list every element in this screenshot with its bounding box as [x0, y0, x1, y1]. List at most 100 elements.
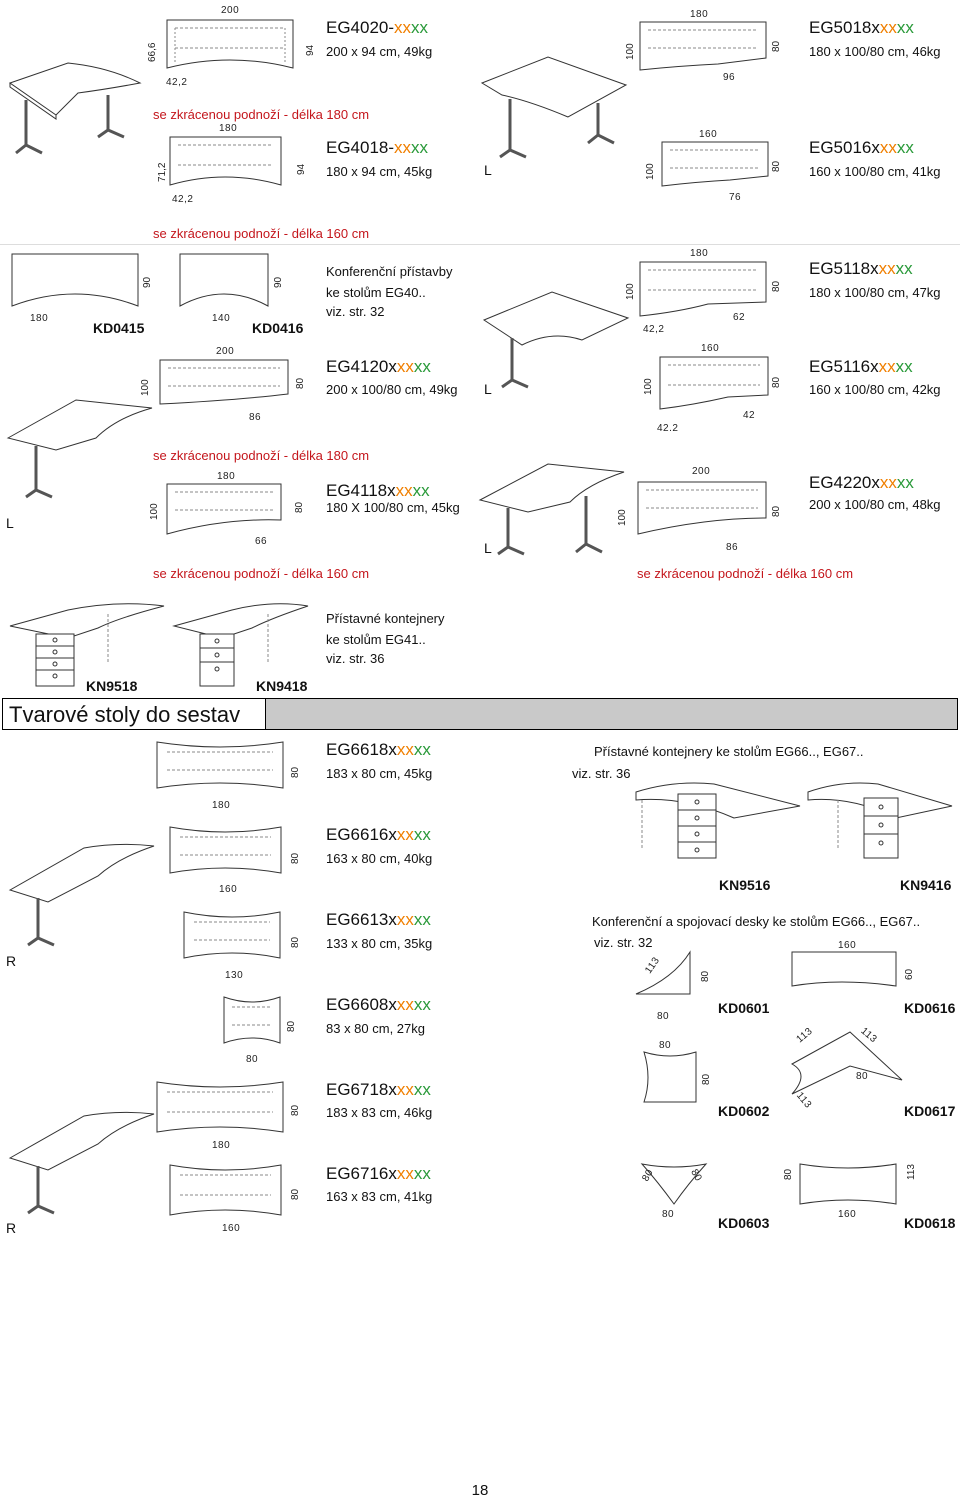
product-code: KD0415 [93, 320, 145, 336]
container-note: ke stolům EG41.. [326, 632, 426, 647]
dim-depth: 42.2 [657, 423, 679, 434]
board-kd0602 [643, 1051, 697, 1103]
dim-depth: 80 [771, 160, 782, 172]
dim-width: 180 [690, 248, 709, 259]
conference-note: ke stolům EG40.. [326, 285, 426, 300]
side-label: L [484, 381, 492, 397]
side-label: L [484, 162, 492, 178]
dim-depth: 71,2 [157, 162, 168, 182]
product-spec: 163 x 80 cm, 40kg [326, 851, 433, 866]
side-label: R [6, 953, 17, 969]
dim-depth: 80 [290, 852, 301, 864]
container-kn9416 [807, 782, 953, 859]
product-code: EG5118xxxxx [809, 259, 913, 278]
product-spec: 160 x 100/80 cm, 41kg [809, 164, 941, 179]
plan-eg6718 [156, 1081, 284, 1133]
product-code: KD0603 [718, 1215, 770, 1231]
desk-illustration-eg40 [8, 62, 142, 155]
dim-depth: 100 [625, 43, 636, 60]
plan-eg4220 [637, 481, 767, 535]
short-leg-note: se zkrácenou podnoží - délka 160 cm [637, 566, 854, 581]
dim-edge: 80 [659, 1040, 672, 1051]
dim-depth: 60 [904, 968, 915, 980]
dim-depth: 42,2 [166, 77, 188, 88]
side-label: L [6, 515, 14, 531]
container-note: viz. str. 36 [326, 651, 385, 666]
section-title: Tvarové stoly do sestav [9, 702, 241, 727]
dim-edge: 113 [906, 1164, 917, 1180]
dim-width: 200 [221, 5, 240, 16]
dim-depth: 80 [290, 1104, 301, 1116]
product-spec: 183 x 80 cm, 45kg [326, 766, 433, 781]
plan-eg4018 [169, 136, 282, 186]
desk-illustration-eg42 [478, 463, 625, 556]
product-code: EG6616xxxxx [326, 825, 431, 844]
product-code: EG4120xxxxx [326, 357, 431, 376]
container-kn9518 [9, 603, 165, 687]
side-label: L [484, 540, 492, 556]
conference-note: viz. str. 32 [594, 935, 653, 950]
product-code: EG6613xxxxx [326, 910, 431, 929]
dim-depth: 66 [255, 536, 268, 547]
dim-depth: 86 [726, 542, 739, 553]
product-code: KD0618 [904, 1215, 956, 1231]
dim-depth: 80 [294, 501, 305, 513]
dim-depth: 80 [290, 1188, 301, 1200]
product-spec: 160 x 100/80 cm, 42kg [809, 382, 941, 397]
product-code: EG6608xxxxx [326, 995, 431, 1014]
product-code: KN9416 [900, 877, 952, 893]
dim-depth: 62 [733, 312, 746, 323]
dim-depth: 42,2 [643, 324, 665, 335]
plan-eg4020 [166, 19, 294, 69]
dim-depth: 86 [249, 412, 262, 423]
product-code: EG5016xxxxx [809, 138, 914, 157]
product-code: EG6718xxxxx [326, 1080, 431, 1099]
section-banner-label-box: Tvarové stoly do sestav [3, 699, 266, 729]
product-code: KD0601 [718, 1000, 770, 1016]
plan-eg6716 [169, 1164, 282, 1216]
product-code: EG4020-xxxx [326, 18, 429, 37]
dim-width: 160 [838, 940, 857, 951]
container-kn9516 [635, 782, 801, 859]
dim-width: 200 [692, 466, 711, 477]
dim-depth: 100 [645, 163, 656, 180]
dim-width: 160 [219, 884, 238, 895]
product-code: KN9418 [256, 678, 308, 694]
dim-width: 180 [217, 471, 236, 482]
desk-illustration-eg50 [480, 56, 628, 159]
product-code: KD0602 [718, 1103, 770, 1119]
product-spec: 163 x 83 cm, 41kg [326, 1189, 433, 1204]
board-kd0618 [799, 1163, 897, 1205]
board-kd0601 [635, 950, 691, 995]
product-code: EG4118xxxxx [326, 481, 430, 500]
section-banner: Tvarové stoly do sestav [2, 698, 958, 730]
dim-depth: 80 [290, 766, 301, 778]
board-kd0617 [790, 1031, 903, 1095]
dim-width: 200 [216, 346, 235, 357]
dim-edge: 80 [662, 1209, 675, 1220]
dim-depth: 42,2 [172, 194, 194, 205]
short-leg-note: se zkrácenou podnoží - délka 160 cm [153, 226, 370, 241]
side-label: R [6, 1220, 17, 1236]
product-code: EG5018xxxxx [809, 18, 914, 37]
short-leg-note: se zkrácenou podnoží - délka 160 cm [153, 566, 370, 581]
product-code: KD0616 [904, 1000, 956, 1016]
dim-depth: 94 [296, 163, 307, 175]
dim-edge: 80 [783, 1168, 794, 1180]
desk-illustration-eg67 [8, 1111, 155, 1215]
dim-depth: 100 [140, 379, 151, 396]
section-divider [0, 244, 960, 245]
short-leg-note: se zkrácenou podnoží - délka 180 cm [153, 107, 370, 122]
product-code: EG4018-xxxx [326, 138, 429, 157]
plan-eg6613 [183, 911, 281, 959]
dim-width: 180 [212, 1140, 231, 1151]
dim-width: 160 [838, 1209, 857, 1220]
dim-edge: 80 [856, 1071, 869, 1082]
dim-width: 80 [246, 1054, 259, 1065]
dim-depth: 42 [743, 410, 756, 421]
product-spec: 180 x 100/80 cm, 47kg [809, 285, 941, 300]
product-code: EG6716xxxxx [326, 1164, 431, 1183]
product-code: KD0416 [252, 320, 304, 336]
dim-depth: 90 [142, 276, 153, 288]
dim-depth: 80 [771, 376, 782, 388]
